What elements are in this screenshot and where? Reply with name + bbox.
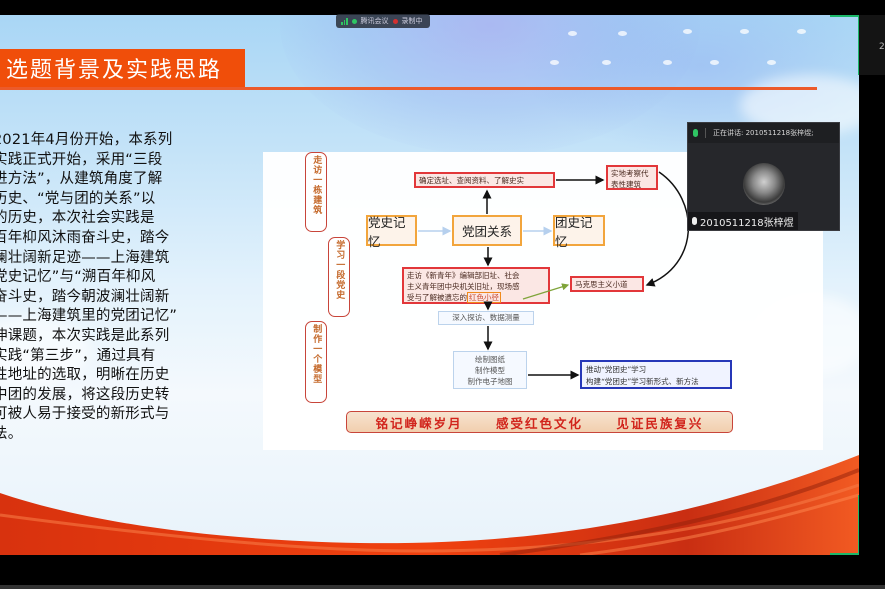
box-line: 受与了解被遗忘的红色小径: [407, 292, 545, 303]
paragraph-line: 2021年4月份开始，本系列: [0, 132, 173, 148]
right-panel-header: 2: [859, 15, 885, 75]
side-label-visit-building: 走访一栋建筑: [305, 152, 327, 232]
slogan-banner: 铭记峥嵘岁月 感受红色文化 见证民族复兴: [346, 411, 733, 433]
paragraph-line: 历史、“党与团的关系”以: [0, 190, 156, 207]
paragraph-line: 实践正式开始，采用“三段: [0, 151, 163, 168]
paragraph-line: 性地址的选取，明晰在历史: [0, 367, 170, 384]
box-line: 构建“党团史”学习新形式、新方法: [586, 377, 699, 386]
recording-icon: [392, 18, 398, 24]
slide-title-bar: 选题背景及实践思路: [0, 49, 245, 87]
side-label-make-model: 制作一个模型: [305, 321, 327, 403]
paragraph-line: 进方法”，从建筑角度了解: [0, 171, 163, 188]
league-history-box: 团史记忆: [553, 215, 605, 249]
decor-dot: [710, 60, 719, 65]
paragraph-line: 奋斗史，踏今朝波澜壮阔新: [0, 288, 170, 305]
bottom-toolbar-edge: [0, 585, 885, 589]
speaking-label: 正在讲话: 2010511218张梓煜;: [713, 129, 814, 137]
slide-title: 选题背景及实践思路: [6, 58, 223, 83]
title-underline: [0, 87, 817, 90]
site-selection-box: 确定选址、查阅资料、了解史实: [414, 172, 555, 188]
paragraph-line: 中团的发展，将这段历史转: [0, 386, 170, 403]
decor-dot: [568, 31, 577, 36]
app-label: 腾讯会议: [360, 17, 389, 25]
side-label-text: 学习一段党史: [334, 240, 345, 300]
make-model-box: 绘制图纸 制作模型 制作电子地图: [453, 351, 527, 389]
marxism-path-box: 马克思主义小道: [570, 276, 644, 292]
party-history-box: 党史记忆: [366, 215, 417, 249]
side-label-text: 走访一栋建筑: [311, 155, 322, 215]
party-league-relation-box: 党团关系: [452, 215, 522, 246]
box-line: 走访《新青年》编辑部旧址、社会: [407, 271, 520, 280]
paragraph-line: ——上海建筑里的党团记忆”: [0, 308, 178, 325]
side-label-text: 制作一个模型: [311, 324, 322, 384]
divider: [705, 128, 706, 138]
paragraph-line: 的历史，本次社会实践是: [0, 210, 155, 227]
paragraph-line: 伸课题，本次实践是此系列: [0, 327, 170, 344]
decor-dot: [602, 60, 611, 65]
decor-dot: [550, 60, 559, 65]
paragraph-line: 法。: [0, 425, 23, 442]
outcome-box: 推动“党团史”学习 构建“党团史”学习新形式、新方法: [580, 360, 732, 389]
participant-avatar: [743, 163, 785, 205]
slogan-part: 铭记峥嵘岁月: [375, 415, 463, 431]
box-label: 深入探访、数据测量: [452, 313, 520, 322]
field-visit-box: 实地考察代表性建筑: [606, 165, 658, 190]
share-border: [830, 15, 860, 17]
recording-label: 录制中: [401, 17, 423, 25]
meeting-status-pill[interactable]: 腾讯会议 录制中: [336, 14, 430, 28]
participant-video-tile[interactable]: 正在讲话: 2010511218张梓煜; 2010511218张梓煜: [687, 122, 840, 231]
paragraph-line: 澜壮阔新足迹——上海建筑: [0, 249, 170, 266]
red-path-highlight: 红色小径: [467, 292, 501, 303]
box-label: 党团关系: [461, 224, 512, 239]
box-line: 制作模型: [475, 366, 505, 375]
box-label: 党史记忆: [368, 214, 406, 249]
box-label: 团史记忆: [555, 214, 593, 249]
slogan-part: 感受红色文化: [495, 415, 583, 431]
box-line: 制作电子地图: [467, 377, 513, 386]
box-text: 受与了解被遗忘的: [407, 293, 467, 302]
decor-dot: [618, 31, 627, 36]
box-line: 主义青年团中央机关旧址，现场感: [407, 282, 520, 291]
network-signal-icon: [341, 17, 348, 25]
shared-slide: 选题背景及实践思路 2021年4月份开始，本系列 实践正式开始，采用“三段 进方…: [0, 15, 859, 555]
box-label: 确定选址、查阅资料、了解史实: [419, 176, 524, 185]
secure-status-icon: [351, 18, 357, 24]
paragraph-line: 可被人易于接受的新形式与: [0, 406, 170, 423]
decor-dot: [767, 60, 776, 65]
background-paragraph: 2021年4月份开始，本系列 实践正式开始，采用“三段 进方法”，从建筑角度了解…: [0, 131, 218, 445]
box-line: 推动“党团史”学习: [586, 365, 647, 374]
side-label-study-history: 学习一段党史: [328, 237, 350, 317]
paragraph-line: 百年枊风沐雨奋斗史，踏今: [0, 229, 170, 246]
right-side-panel: 2: [859, 15, 885, 555]
decor-dot: [683, 29, 692, 34]
box-label: 马克思主义小道: [575, 280, 628, 289]
participant-name-tag: 2010511218张梓煜: [688, 212, 798, 230]
decor-dot: [663, 60, 672, 65]
speaking-indicator-bar: 正在讲话: 2010511218张梓煜;: [688, 123, 839, 143]
right-panel-text: 2: [879, 42, 885, 52]
microphone-active-icon: [693, 129, 698, 137]
decor-dot: [797, 29, 806, 34]
share-border: [830, 553, 860, 555]
visit-sites-box: 走访《新青年》编辑部旧址、社会 主义青年团中央机关旧址，现场感 受与了解被遗忘的…: [402, 267, 550, 304]
decor-dot: [740, 29, 749, 34]
microphone-icon: [692, 217, 697, 225]
survey-box: 深入探访、数据测量: [438, 311, 534, 325]
participant-name: 2010511218张梓煜: [700, 217, 794, 229]
box-label: 实地考察代表性建筑: [611, 169, 649, 189]
paragraph-line: 党史记忆”与“溯百年枊风: [0, 269, 156, 286]
box-line: 绘制图纸: [475, 355, 505, 364]
paragraph-line: 实践“第三步”，通过具有: [0, 347, 156, 364]
slogan-part: 见证民族复兴: [616, 415, 704, 431]
